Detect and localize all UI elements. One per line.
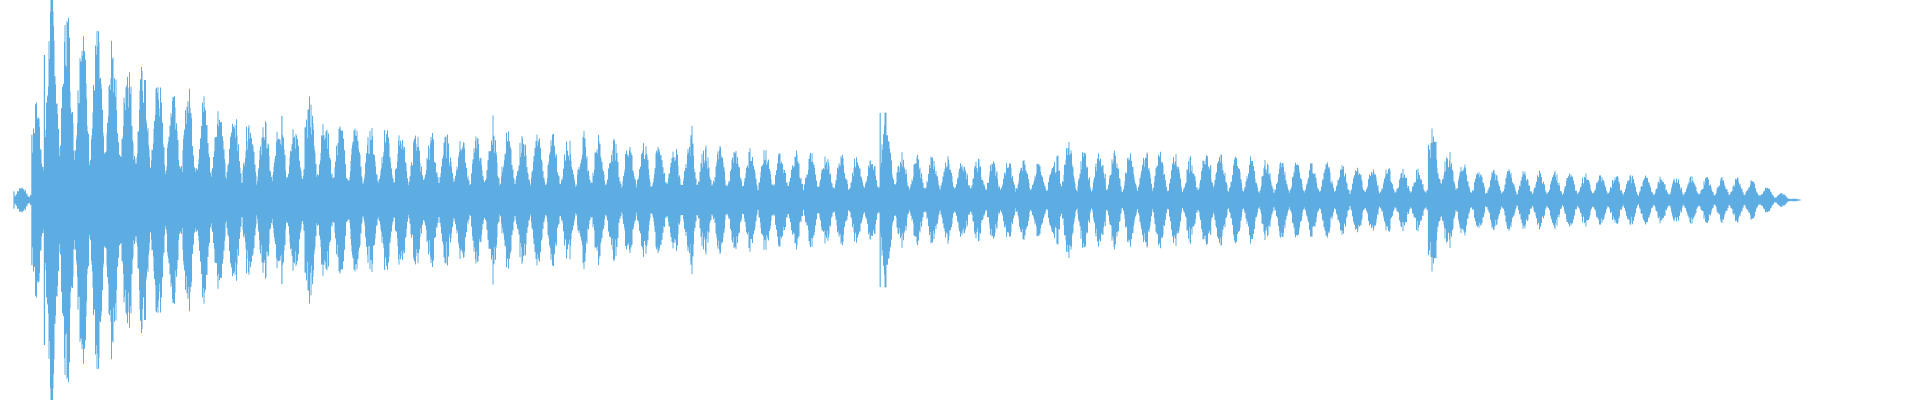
waveform-trace	[13, 0, 1801, 400]
